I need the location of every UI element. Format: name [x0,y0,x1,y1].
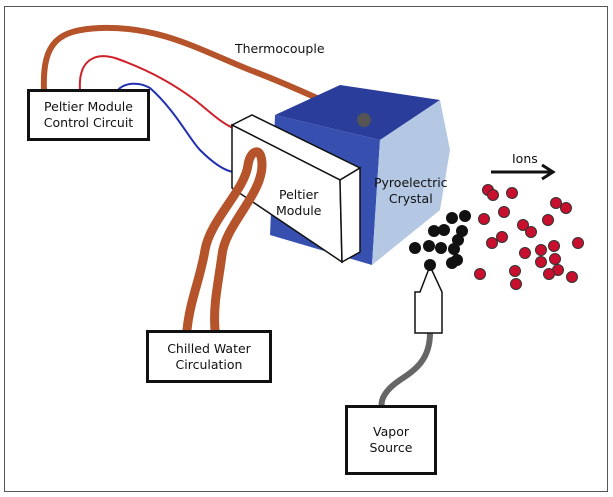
ion-particle [535,244,547,256]
vapor-molecule [409,242,421,254]
crystal-side-face [372,100,450,265]
ion-particle [517,219,529,231]
ion-particle [560,202,572,214]
vapor-tube [378,332,433,409]
ion-particle [519,247,531,259]
pyroelectric-crystal-label: Pyroelectric Crystal [374,175,448,206]
ion-particle [486,237,498,249]
thermocouple-wire [40,24,365,123]
thermocouple-label: Thermocouple [235,41,325,56]
crystal-top-face [275,85,440,140]
ion-particle [525,226,537,238]
vapor-molecule [459,210,471,222]
chilled-water-tube [182,147,267,335]
ion-particle [549,253,561,265]
ion-particle [543,268,555,280]
peltier-control-circuit-box: Peltier Module Control Circuit [27,89,150,141]
ion-particle [510,278,522,290]
ion-particle [548,240,560,252]
vapor-molecule [448,243,460,255]
vapor-molecule [452,234,464,246]
ion-particle [496,231,508,243]
vapor-molecule [446,212,458,224]
ion-particle [474,268,486,280]
ions-arrow-head [541,163,556,181]
vapor-molecule [456,225,468,237]
figure-frame [4,6,608,492]
vapor-molecule [423,240,435,252]
thermocouple-junction [357,113,371,127]
vapor-nozzle [414,264,443,334]
vapor-molecule [435,242,447,254]
ion-particle [478,213,490,225]
vapor-molecule [428,225,440,237]
ion-particle [566,271,578,283]
ion-particle [535,256,547,268]
blue-wire [117,82,234,173]
red-wire [78,55,234,129]
ion-particle [572,237,584,249]
ion-particle [498,206,510,218]
chilled-water-circulation-box: Chilled Water Circulation [146,330,272,383]
ions-label: Ions [512,151,538,166]
peltier-module-label: Peltier Module [276,187,322,218]
ion-particle [487,189,499,201]
ion-particle [506,187,518,199]
peltier-side-face [339,166,361,264]
ion-particle [509,265,521,277]
ion-particle [550,197,562,209]
vapor-molecule [424,259,436,271]
vapor-source-box: Vapor Source [345,405,437,475]
vapor-molecule [438,224,450,236]
ion-particle [542,214,554,226]
vapor-molecule [451,254,463,266]
